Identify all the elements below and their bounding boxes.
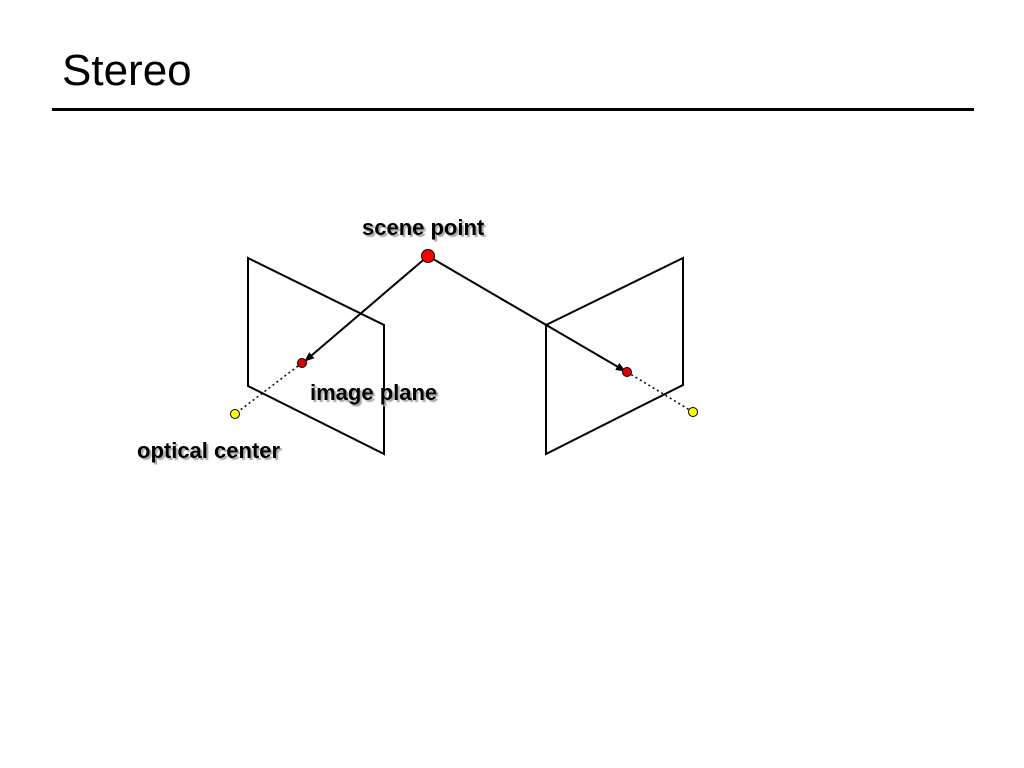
left-projected-point xyxy=(297,358,307,368)
right-projected-point xyxy=(622,367,632,377)
left-ray xyxy=(304,255,429,362)
left-optical-center xyxy=(230,409,240,419)
right-image-plane xyxy=(545,256,684,456)
scene-point xyxy=(421,249,435,263)
optical-center-label: optical center xyxy=(137,438,281,463)
right-optical-center xyxy=(688,407,698,417)
title-divider xyxy=(52,108,974,111)
right-ray xyxy=(427,255,626,372)
scene-point-label: scene point xyxy=(362,215,485,240)
image-plane-label: image plane xyxy=(310,380,438,405)
slide-title: Stereo xyxy=(62,46,192,95)
left-dotted-line xyxy=(234,362,303,415)
left-image-plane xyxy=(247,256,385,456)
